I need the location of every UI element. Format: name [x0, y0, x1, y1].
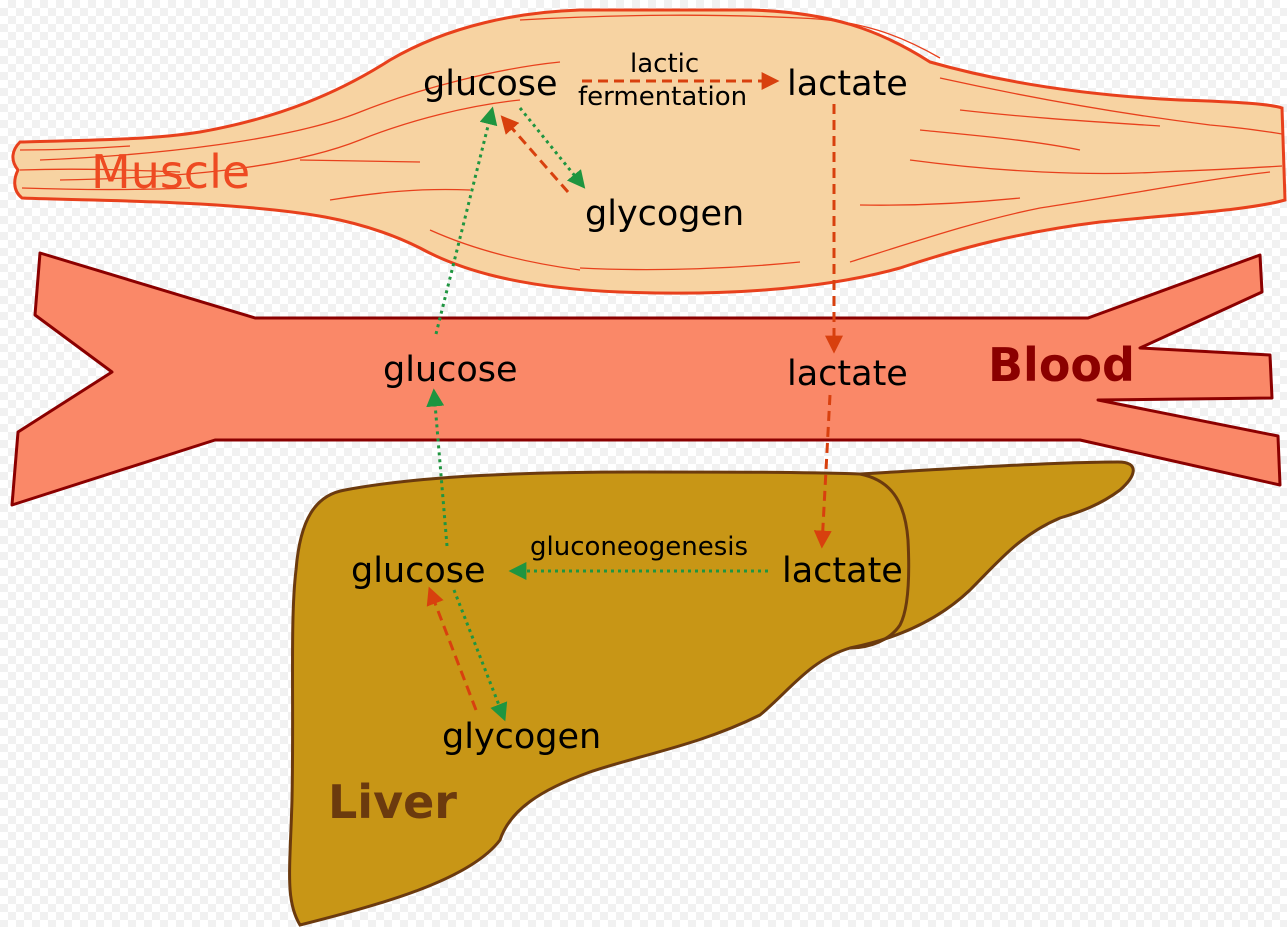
muscle-lactate-label: lactate	[787, 64, 908, 104]
liver-title: Liver	[328, 775, 457, 829]
liver-glucose-label: glucose	[351, 551, 486, 591]
liver-lactate-label: lactate	[782, 551, 903, 591]
blood-title: Blood	[988, 338, 1135, 392]
muscle-title: Muscle	[91, 145, 250, 199]
liver-glycogen-label: glycogen	[442, 717, 601, 757]
blood-lactate-label: lactate	[787, 354, 908, 394]
lactic-fermentation-line1: lactic	[630, 49, 699, 79]
gluconeogenesis-label: gluconeogenesis	[530, 532, 748, 562]
blood-glucose-label: glucose	[383, 350, 518, 390]
muscle-glucose-label: glucose	[423, 64, 558, 104]
muscle-glycogen-label: glycogen	[585, 194, 744, 234]
lactic-fermentation-line2: fermentation	[578, 82, 747, 112]
